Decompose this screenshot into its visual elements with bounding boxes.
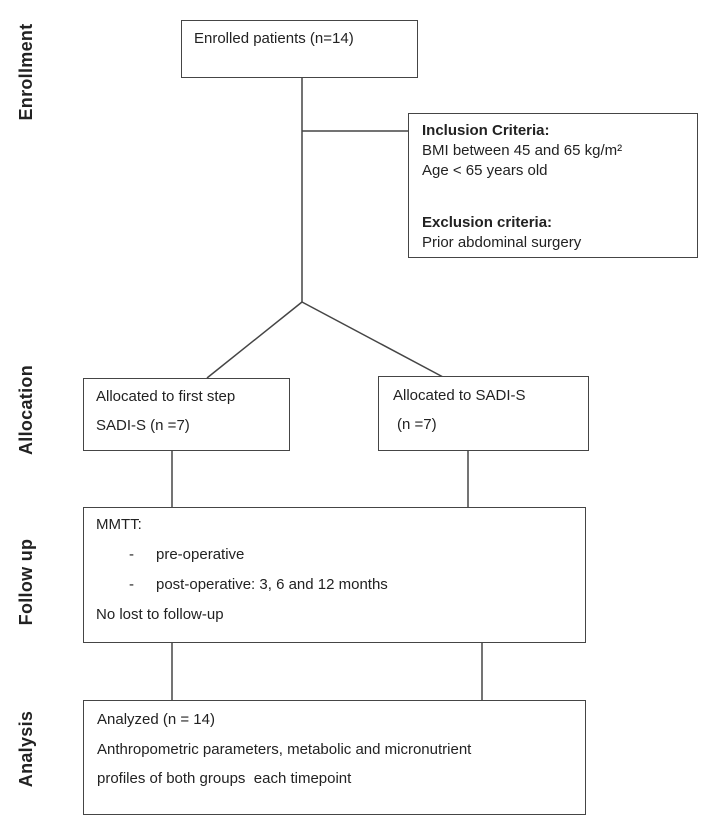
stage-label-analysis: Analysis — [15, 710, 36, 788]
followup-heading: MMTT: — [96, 516, 142, 533]
followup-bullet-preop-text: pre-operative — [156, 546, 245, 563]
follow-up-box: MMTT: - pre-operative - post-operative: … — [83, 507, 586, 643]
analysis-line1: Analyzed (n = 14) — [97, 711, 215, 728]
inclusion-criteria-bmi: BMI between 45 and 65 kg/m² — [422, 142, 623, 159]
connector-branch-left — [206, 301, 303, 379]
stage-label-allocation: Allocation — [15, 365, 36, 456]
followup-bullet-preop: - pre-operative — [96, 540, 575, 570]
allocation-right-line2: (n =7) — [397, 416, 437, 433]
followup-footer: No lost to follow-up — [96, 606, 224, 623]
allocation-left-box: Allocated to first step SADI-S (n =7) — [83, 378, 290, 451]
stage-label-follow-up: Follow up — [15, 538, 36, 626]
connector-branch-right — [301, 301, 444, 378]
stage-label-enrollment: Enrollment — [15, 23, 36, 121]
followup-bullet-postop-text: post-operative: 3, 6 and 12 months — [156, 576, 388, 593]
inclusion-criteria-age: Age < 65 years old — [422, 162, 548, 179]
analysis-line2: Anthropometric parameters, metabolic and… — [97, 740, 472, 758]
inclusion-criteria-heading: Inclusion Criteria: — [422, 122, 550, 139]
enrolled-patients-box: Enrolled patients (n=14) — [181, 20, 418, 78]
allocation-right-box: Allocated to SADI-S (n =7) — [378, 376, 589, 451]
bullet-dash: - — [129, 546, 134, 563]
analysis-box: Analyzed (n = 14) Anthropometric paramet… — [83, 700, 586, 815]
followup-bullet-postop: - post-operative: 3, 6 and 12 months — [96, 570, 575, 600]
criteria-box: Inclusion Criteria: BMI between 45 and 6… — [408, 113, 698, 258]
allocation-left-line1: Allocated to first step — [96, 388, 236, 405]
analysis-line3: profiles of both groups each timepoint — [97, 770, 352, 787]
allocation-left-line2: SADI-S (n =7) — [96, 417, 190, 434]
bullet-dash: - — [129, 576, 134, 593]
exclusion-criteria-heading: Exclusion criteria: — [422, 214, 553, 231]
exclusion-criteria-surgery: Prior abdominal surgery — [422, 234, 582, 251]
enrolled-patients-text: Enrolled patients (n=14) — [194, 30, 354, 47]
criteria-spacer — [422, 181, 689, 213]
allocation-right-line1: Allocated to SADI-S — [393, 387, 526, 404]
